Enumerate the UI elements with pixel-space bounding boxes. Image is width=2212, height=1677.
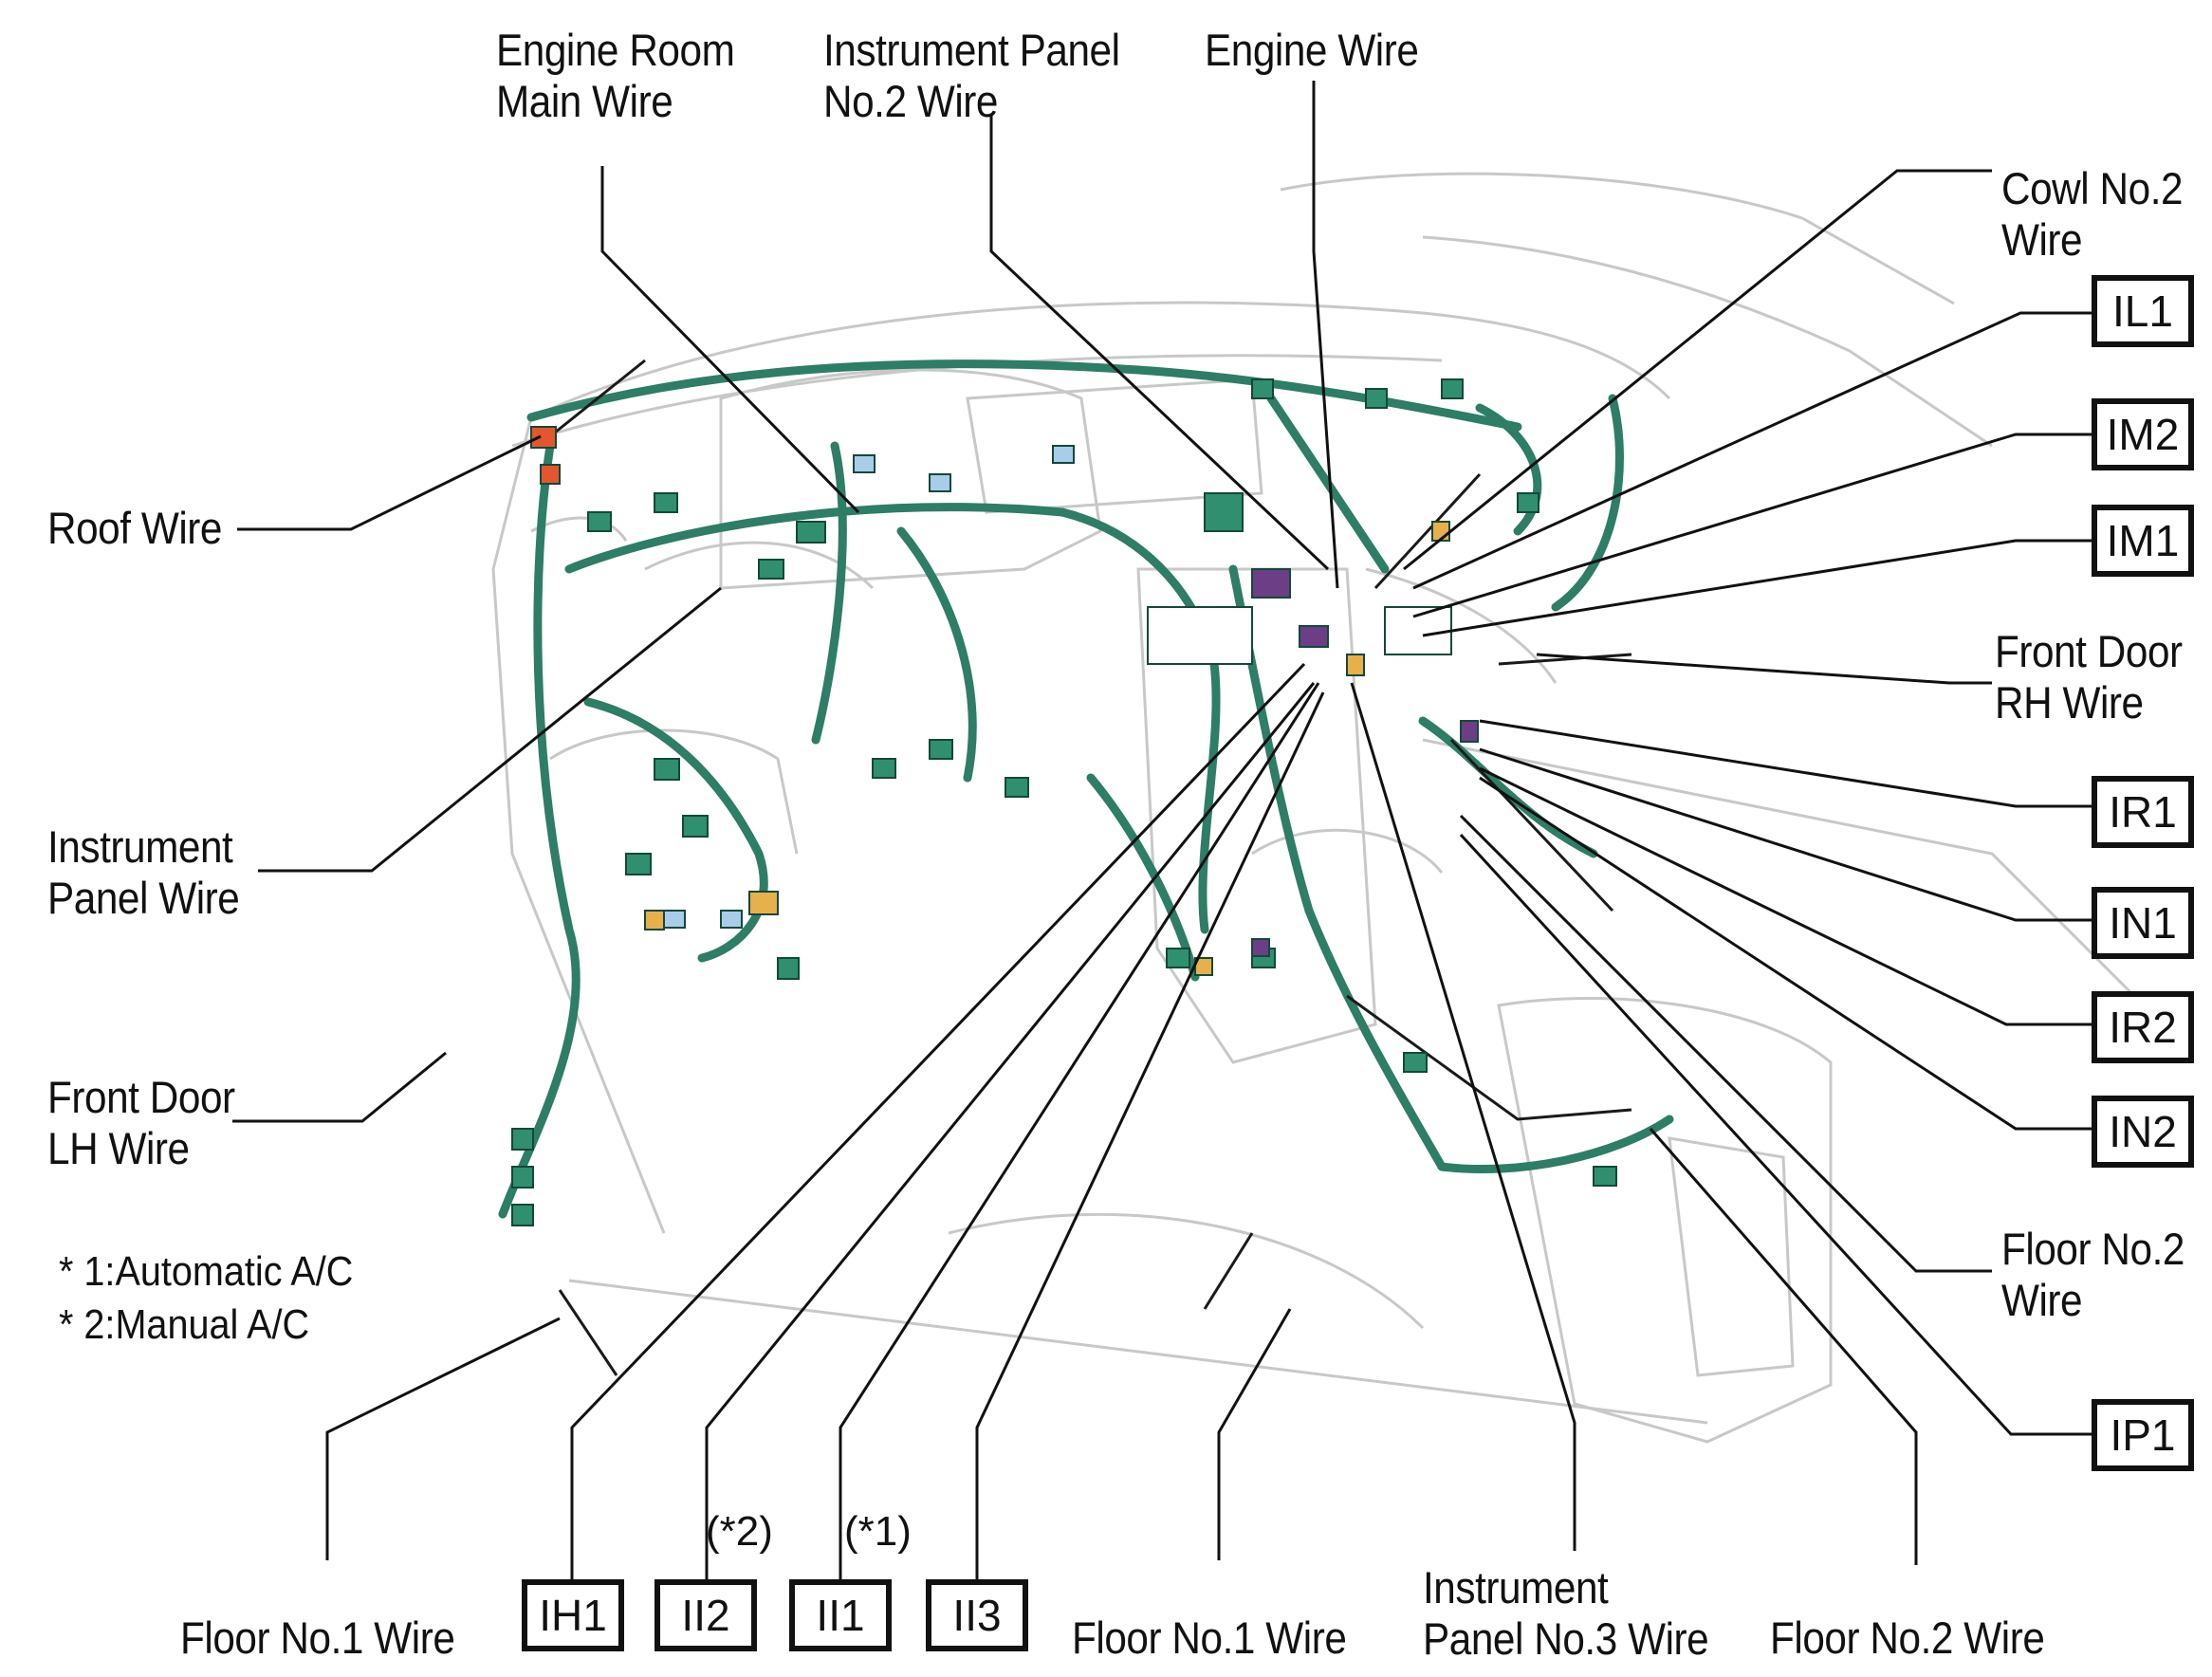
code-box-ii1: II1 xyxy=(789,1579,892,1651)
label-floor-no2-wire-bottom: Floor No.2 Wire xyxy=(1770,1612,2045,1663)
thin-wires xyxy=(549,359,1632,1376)
label-front-door-lh-wire: Front Door LH Wire xyxy=(47,1072,235,1173)
label-floor-no1-wire-mid: Floor No.1 Wire xyxy=(1072,1612,1347,1663)
code-box-il1: IL1 xyxy=(2092,275,2194,347)
code-box-in2: IN2 xyxy=(2092,1096,2194,1168)
connectors xyxy=(511,378,1617,1226)
note-star-1: (*1) xyxy=(844,1508,912,1555)
label-roof-wire: Roof Wire xyxy=(47,503,222,553)
label-instrument-panel-no3-wire: Instrument Panel No.3 Wire xyxy=(1423,1562,1709,1664)
label-front-door-rh-wire: Front Door RH Wire xyxy=(1995,626,2183,728)
code-box-ip1: IP1 xyxy=(2092,1399,2194,1471)
label-cowl-no2-wire: Cowl No.2 Wire xyxy=(2001,163,2184,265)
code-box-ir2: IR2 xyxy=(2092,991,2194,1063)
note-star-2: (*2) xyxy=(706,1508,773,1555)
label-instrument-panel-wire: Instrument Panel Wire xyxy=(47,821,240,923)
dashboard-outline xyxy=(491,172,2184,1444)
code-box-ir1: IR1 xyxy=(2092,776,2194,848)
code-box-im1: IM1 xyxy=(2092,505,2194,577)
label-engine-wire: Engine Wire xyxy=(1205,25,1419,75)
code-box-ih1: IH1 xyxy=(522,1579,624,1651)
label-floor-no1-wire-left: Floor No.1 Wire xyxy=(180,1612,455,1663)
code-box-im2: IM2 xyxy=(2092,398,2194,470)
note-automatic-ac: * 1:Automatic A/C xyxy=(59,1248,354,1295)
label-floor-no2-wire-right: Floor No.2 Wire xyxy=(2001,1224,2184,1325)
label-engine-room-main-wire: Engine Room Main Wire xyxy=(496,25,735,126)
code-box-ii3: II3 xyxy=(926,1579,1028,1651)
code-box-in1: IN1 xyxy=(2092,887,2194,959)
note-manual-ac: * 2:Manual A/C xyxy=(59,1301,310,1348)
label-instrument-panel-no2-wire: Instrument Panel No.2 Wire xyxy=(823,25,1120,126)
code-box-ii2: II2 xyxy=(654,1579,757,1651)
leader-lines xyxy=(232,81,2101,1579)
